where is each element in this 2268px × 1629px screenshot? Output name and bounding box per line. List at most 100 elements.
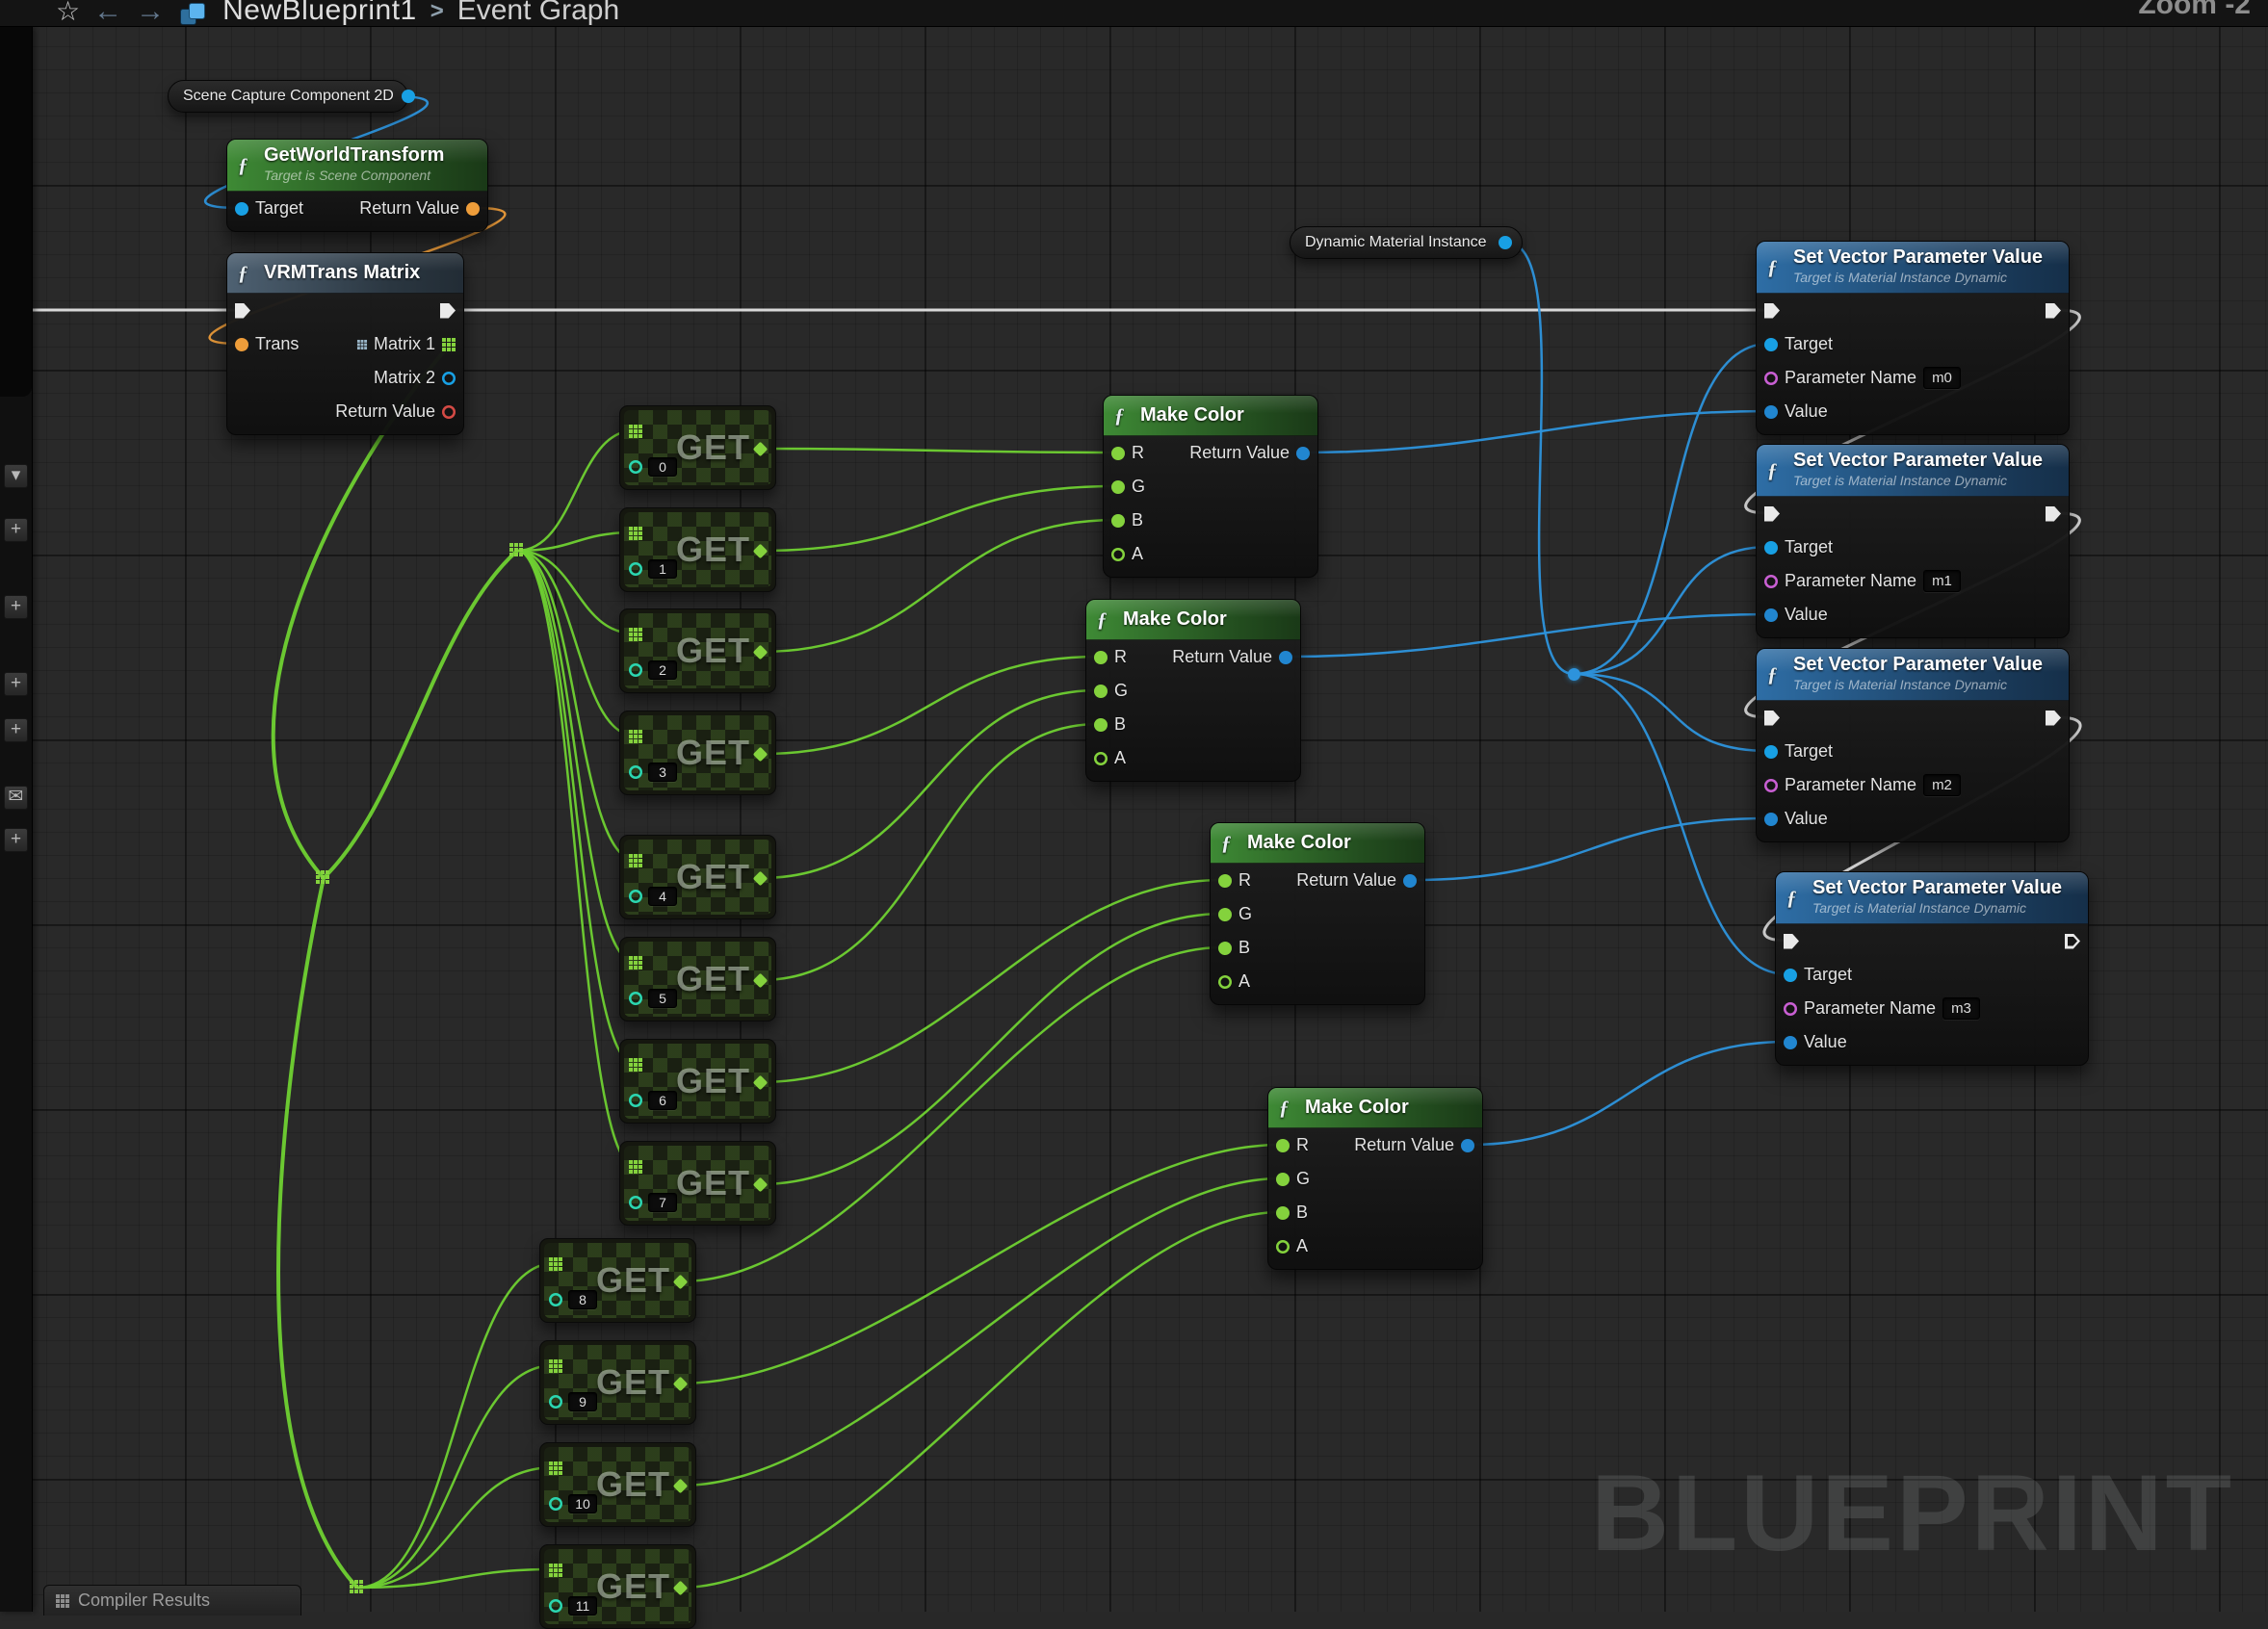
pin-array[interactable]	[629, 425, 642, 438]
pin-exec-out[interactable]	[2046, 303, 2061, 319]
pin-a[interactable]	[1276, 1240, 1290, 1254]
parameter-name-input[interactable]: m0	[1923, 367, 1961, 389]
pin-b[interactable]	[1276, 1206, 1290, 1220]
pin-array[interactable]	[629, 527, 642, 540]
pin-index[interactable]	[629, 765, 642, 779]
compiler-results-tab[interactable]: Compiler Results	[43, 1585, 301, 1616]
array-index-input[interactable]: 11	[568, 1596, 597, 1616]
pin-index[interactable]	[549, 1599, 562, 1613]
pin-array[interactable]	[549, 1257, 562, 1271]
pin-array[interactable]	[549, 1461, 562, 1475]
pin-index[interactable]	[629, 992, 642, 1005]
pin-element-out[interactable]	[753, 747, 769, 763]
pin-exec-in[interactable]	[1764, 711, 1780, 726]
pin-array[interactable]	[629, 1058, 642, 1072]
pin-value[interactable]	[1764, 608, 1778, 622]
pin-value[interactable]	[1784, 1036, 1797, 1049]
reroute-icon[interactable]	[509, 543, 523, 556]
array-index-input[interactable]: 2	[648, 660, 677, 680]
pin-element-out[interactable]	[753, 871, 769, 887]
pin-target[interactable]	[1764, 541, 1778, 555]
pin-element-out[interactable]	[753, 544, 769, 559]
array-index-input[interactable]: 7	[648, 1193, 677, 1212]
reroute-icon[interactable]	[316, 870, 329, 884]
pin-element-out[interactable]	[753, 1075, 769, 1091]
pin-return-value[interactable]	[1403, 874, 1417, 888]
mail-button[interactable]: ✉	[4, 786, 28, 810]
panel-dropdown[interactable]: ▾	[4, 464, 28, 488]
pin-array[interactable]	[629, 730, 642, 743]
pin-r[interactable]	[1218, 874, 1232, 888]
pin-element-out[interactable]	[673, 1275, 689, 1290]
pin-r[interactable]	[1094, 651, 1108, 664]
pin-exec-out[interactable]	[440, 303, 456, 319]
output-pin[interactable]	[402, 90, 415, 103]
breadcrumb-root[interactable]: NewBlueprint1	[222, 0, 417, 26]
pin-matrix-2[interactable]	[442, 372, 456, 385]
pin-a[interactable]	[1094, 752, 1108, 765]
pin-target[interactable]	[1784, 969, 1797, 982]
array-index-input[interactable]: 0	[648, 457, 677, 477]
pin-exec-out[interactable]	[2046, 711, 2061, 726]
array-index-input[interactable]: 10	[568, 1494, 597, 1513]
nav-back-icon[interactable]: ←	[93, 0, 122, 26]
pin-parameter-name[interactable]	[1784, 1002, 1797, 1016]
pin-r[interactable]	[1276, 1139, 1290, 1152]
pin-return-value[interactable]	[442, 405, 456, 419]
pin-index[interactable]	[629, 562, 642, 576]
pin-trans[interactable]	[235, 338, 248, 351]
pin-a[interactable]	[1111, 548, 1125, 561]
pin-array[interactable]	[549, 1564, 562, 1577]
pin-element-out[interactable]	[673, 1581, 689, 1596]
add-button-2[interactable]: +	[4, 595, 28, 619]
pin-exec-in[interactable]	[1764, 506, 1780, 522]
array-index-input[interactable]: 4	[648, 887, 677, 906]
pin-index[interactable]	[629, 1094, 642, 1107]
pin-exec-out[interactable]	[2046, 506, 2061, 522]
pin-target[interactable]	[235, 202, 248, 216]
pin-r[interactable]	[1111, 447, 1125, 460]
pin-index[interactable]	[629, 890, 642, 903]
add-button-4[interactable]: +	[4, 718, 28, 742]
pin-return-value[interactable]	[1461, 1139, 1474, 1152]
array-index-input[interactable]: 6	[648, 1091, 677, 1110]
pin-value[interactable]	[1764, 405, 1778, 419]
pin-exec-in[interactable]	[1764, 303, 1780, 319]
pin-array[interactable]	[629, 1160, 642, 1174]
add-button-3[interactable]: +	[4, 672, 28, 696]
reroute-3[interactable]	[350, 1580, 365, 1595]
pin-element-out[interactable]	[753, 442, 769, 457]
reroute-2[interactable]	[316, 870, 331, 886]
pin-b[interactable]	[1094, 718, 1108, 732]
reroute-icon[interactable]	[350, 1580, 363, 1593]
pin-value[interactable]	[1764, 813, 1778, 826]
pin-element-out[interactable]	[673, 1377, 689, 1392]
add-button-1[interactable]: +	[4, 518, 28, 542]
pin-g[interactable]	[1094, 685, 1108, 698]
pin-parameter-name[interactable]	[1764, 372, 1778, 385]
pin-array[interactable]	[629, 956, 642, 970]
pin-index[interactable]	[549, 1497, 562, 1511]
add-button-5[interactable]: +	[4, 828, 28, 852]
pin-return-value[interactable]	[1296, 447, 1310, 460]
pin-element-out[interactable]	[753, 1177, 769, 1193]
pin-element-out[interactable]	[753, 973, 769, 989]
favorite-star-icon[interactable]: ☆	[56, 0, 80, 26]
array-index-input[interactable]: 1	[648, 559, 677, 579]
parameter-name-input[interactable]: m3	[1942, 997, 1980, 1020]
pin-g[interactable]	[1218, 908, 1232, 921]
pin-element-out[interactable]	[753, 645, 769, 660]
